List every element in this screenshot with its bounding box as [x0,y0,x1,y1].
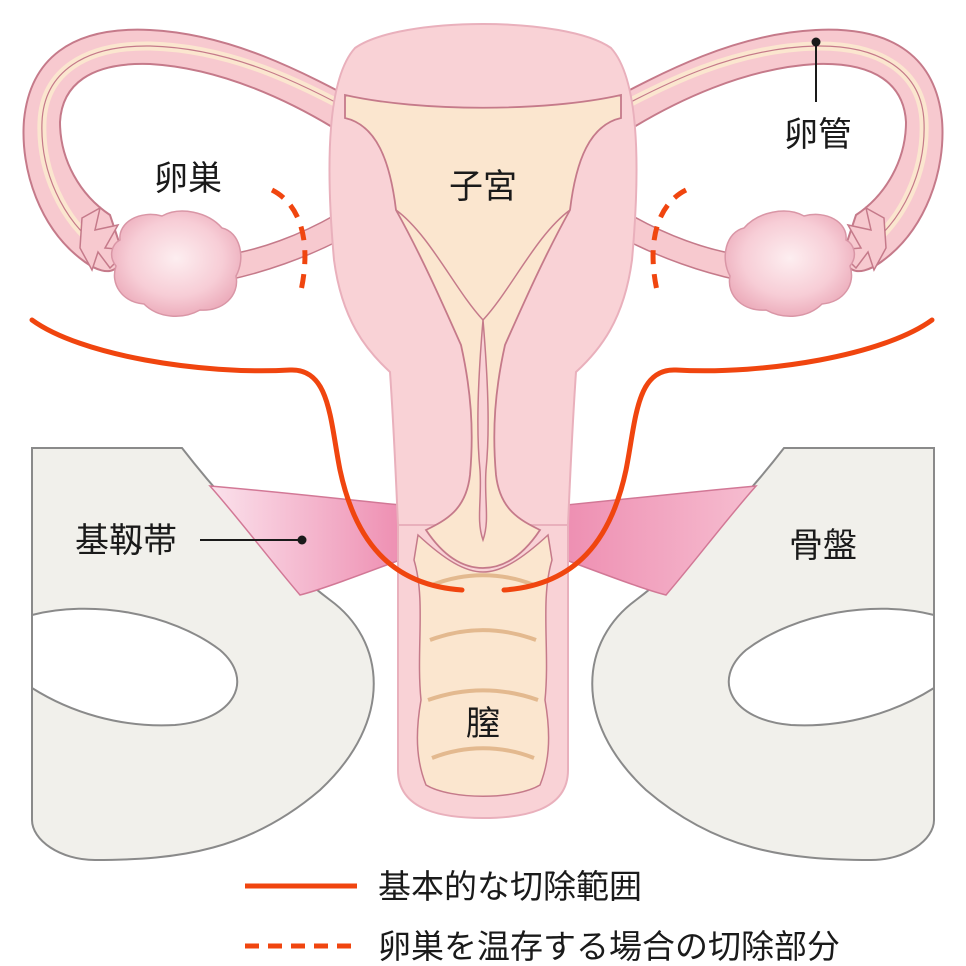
ovarian-ligament-left [224,213,341,281]
resection-line-ovary-preserving-right [650,187,688,296]
ovary-right [724,210,856,317]
legend-solid-label: 基本的な切除範囲 [378,867,642,906]
resection-line-basic-right [501,317,935,593]
vagina [397,524,569,820]
fallopian-tube-left [22,28,372,273]
uterus [328,23,638,569]
legend-dashed-label: 卵巣を温存する場合の切除部分 [378,927,840,966]
ovary-left [110,210,242,317]
label-vagina: 膣 [466,704,500,744]
resection-line-ovary-preserving-left [270,187,308,296]
ovarian-ligament-right [625,213,742,281]
resection-line-basic [29,317,465,593]
label-pelvis: 骨盤 [789,526,857,566]
label-cardinal-ligament: 基靱帯 [75,521,177,561]
legend: 基本的な切除範囲 卵巣を温存する場合の切除部分 [245,867,840,966]
label-uterus: 子宮 [449,167,517,207]
label-ovary: 卵巣 [154,159,222,199]
label-fallopian-tube: 卵管 [784,115,852,155]
